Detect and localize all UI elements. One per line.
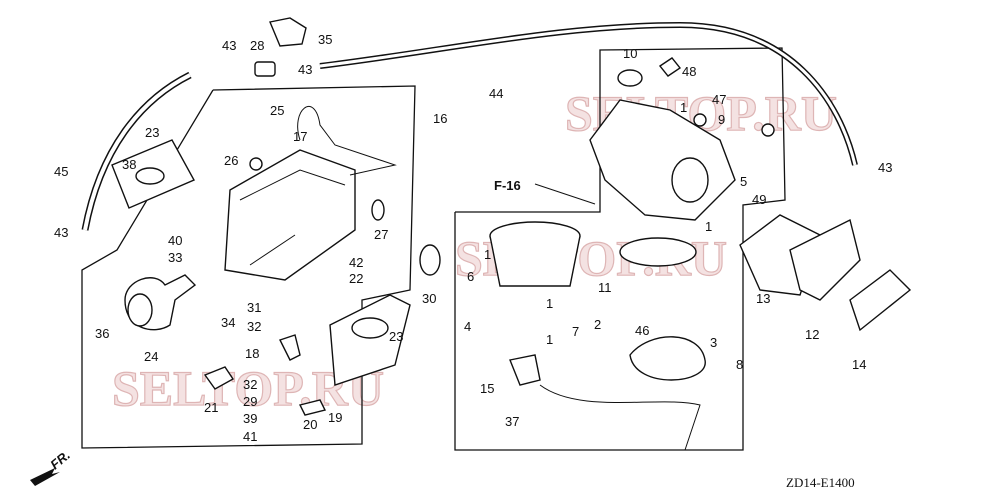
callout-1: 1	[546, 332, 553, 347]
callout-12: 12	[805, 327, 819, 342]
callout-18: 18	[245, 346, 259, 361]
callout-47: 47	[712, 92, 726, 107]
callout-35: 35	[318, 32, 332, 47]
callout-17: 17	[293, 129, 307, 144]
callout-8: 8	[736, 357, 743, 372]
callout-27: 27	[374, 227, 388, 242]
callout-36: 36	[95, 326, 109, 341]
callout-11: 11	[598, 280, 612, 295]
callout-42: 42	[349, 255, 363, 270]
callout-15: 15	[480, 381, 494, 396]
callout-37: 37	[505, 414, 519, 429]
callout-22: 22	[349, 271, 363, 286]
callout-43: 43	[298, 62, 312, 77]
callout-30: 30	[422, 291, 436, 306]
callout-9: 9	[718, 112, 725, 127]
callout-43: 43	[54, 225, 68, 240]
callout-41: 41	[243, 429, 257, 444]
callout-7: 7	[572, 324, 579, 339]
callout-45: 45	[54, 164, 68, 179]
callout-31: 31	[247, 300, 261, 315]
callout-44: 44	[489, 86, 503, 101]
callout-38: 38	[122, 157, 136, 172]
callout-46: 46	[635, 323, 649, 338]
callout-13: 13	[756, 291, 770, 306]
callout-5: 5	[740, 174, 747, 189]
callout-4: 4	[464, 319, 471, 334]
callout-49: 49	[752, 192, 766, 207]
callout-28: 28	[250, 38, 264, 53]
callout-1: 1	[484, 247, 491, 262]
front-marker: FR.	[30, 447, 73, 486]
callout-10: 10	[623, 46, 637, 61]
callout-43: 43	[878, 160, 892, 175]
callout-19: 19	[328, 410, 342, 425]
callout-40: 40	[168, 233, 182, 248]
callout-34: 34	[221, 315, 235, 330]
callout-39: 39	[243, 411, 257, 426]
fuel-hose-44	[319, 21, 858, 166]
reference-label: F-16	[494, 178, 521, 193]
fuel-hose-45	[81, 71, 192, 231]
callout-2: 2	[594, 317, 601, 332]
callout-29: 29	[243, 394, 257, 409]
callout-26: 26	[224, 153, 238, 168]
diagram-code: ZD14-E1400	[786, 475, 855, 490]
callout-1: 1	[705, 219, 712, 234]
callout-32: 32	[243, 377, 257, 392]
callout-24: 24	[144, 349, 158, 364]
callout-21: 21	[204, 400, 218, 415]
callout-23: 23	[145, 125, 159, 140]
callout-1: 1	[546, 296, 553, 311]
parts	[111, 17, 912, 451]
callout-32: 32	[247, 319, 261, 334]
callout-23: 23	[389, 329, 403, 344]
front-marker-label: FR.	[47, 447, 73, 472]
callout-6: 6	[467, 269, 474, 284]
watermark: SELTOP.RU	[112, 360, 384, 416]
callout-33: 33	[168, 250, 182, 265]
callout-16: 16	[433, 111, 447, 126]
callout-14: 14	[852, 357, 866, 372]
callout-3: 3	[710, 335, 717, 350]
callout-1: 1	[680, 100, 687, 115]
callout-48: 48	[682, 64, 696, 79]
callout-25: 25	[270, 103, 284, 118]
watermarks: SELTOP.RU SELTOP.RU SELTOP.RU	[111, 84, 837, 416]
callout-43: 43	[222, 38, 236, 53]
callout-20: 20	[303, 417, 317, 432]
